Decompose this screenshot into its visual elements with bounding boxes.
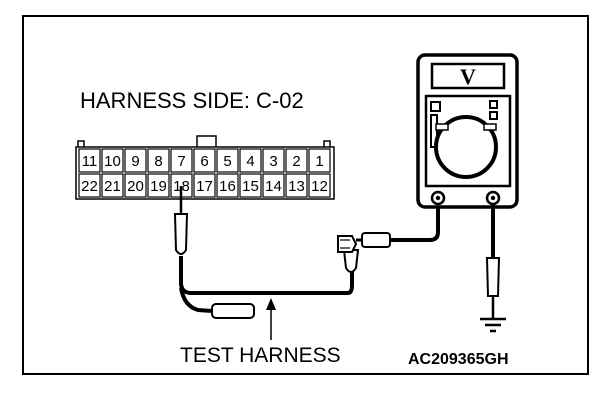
terminal-cell [308,173,331,198]
terminal-cell [308,148,331,173]
pin-number: 13 [288,178,305,195]
pin-number: 3 [269,153,277,170]
meter-button-2 [489,100,498,109]
pin-number: 17 [196,178,213,195]
terminal-cell [216,173,239,198]
terminal-cell [78,148,101,173]
meter-lead-positive [390,198,440,242]
test-harness [173,186,440,319]
test-harness-label: TEST HARNESS [180,344,341,367]
pin-number: 2 [292,153,300,170]
terminal-cell [193,148,216,173]
pin-number: 14 [265,178,282,195]
terminal-cell [239,173,262,198]
pin-number: 6 [200,153,208,170]
meter-selector-dial [434,115,498,179]
terminal-cell [262,173,285,198]
terminal-cell [124,173,147,198]
terminal-cell [147,148,170,173]
probe-body [173,213,189,255]
terminal-cell [285,173,308,198]
spare-lead-terminal [211,303,255,319]
terminal-cell [170,148,193,173]
pin-number: 11 [82,153,98,170]
voltmeter: V [416,53,519,209]
pin-number: 7 [177,153,185,170]
ground-icon [480,317,506,333]
clip-sleeve [342,249,360,273]
test-harness-arrow [266,298,276,340]
harness-wire [179,256,354,295]
terminal-cell [124,148,147,173]
pin-number: 1 [315,153,323,170]
pin-number: 10 [104,153,121,170]
meter-display-unit: V [460,64,476,89]
terminal-cell [285,148,308,173]
pin-number: 22 [81,178,98,195]
meter-button-3 [489,111,498,120]
terminal-cell [147,173,170,198]
pin-number: 9 [131,153,139,170]
pin-number: 4 [246,153,254,170]
pin-number: 8 [154,153,162,170]
terminal-cell [101,173,124,198]
pin-number: 12 [311,178,328,195]
connector-lock-key [196,135,217,149]
pin-number: 15 [242,178,259,195]
pin-number: 5 [223,153,231,170]
alligator-clip [337,235,358,253]
harness-branch-wire [179,287,213,313]
meter-button-1 [430,101,441,112]
figure-code: AC209365GH [408,351,509,368]
terminal-cell [101,148,124,173]
negative-probe-body [485,257,501,297]
meter-lead-plug-positive [361,232,391,248]
terminal-cell [216,148,239,173]
pin-number: 20 [127,178,144,195]
connector-title: HARNESS SIDE: C-02 [80,88,304,113]
pin-number: 16 [219,178,236,195]
terminal-cell [262,148,285,173]
meter-display [430,62,506,90]
terminal-cell [78,173,101,198]
terminal-cell [193,173,216,198]
terminal-cell [239,148,262,173]
pin-number: 21 [104,178,121,195]
meter-lead-negative [485,204,501,318]
pin-number: 19 [150,178,167,195]
